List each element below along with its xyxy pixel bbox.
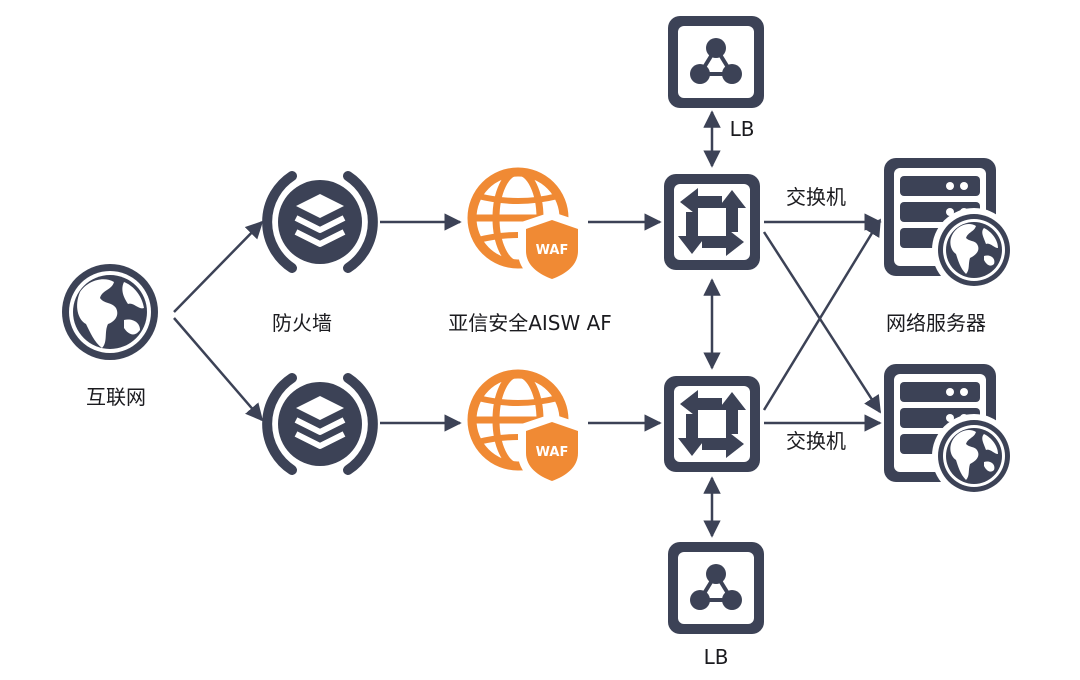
share-nodes-icon xyxy=(666,14,766,110)
server-globe-icon xyxy=(884,158,1016,292)
switch-arrows-icon xyxy=(664,376,760,472)
edge-internet-firewall-bottom xyxy=(173,317,264,422)
label-switch-top: 交换机 xyxy=(786,185,846,209)
globe-shield-icon: WAF xyxy=(472,172,582,284)
label-firewall: 防火墙 xyxy=(272,311,332,335)
layers-icon xyxy=(267,378,373,470)
connectors xyxy=(173,110,882,538)
label-lb-bottom: LB xyxy=(704,645,729,669)
globe-icon xyxy=(62,264,158,360)
layers-icon xyxy=(267,176,373,268)
globe-shield-icon: WAF xyxy=(472,374,582,486)
label-servers: 网络服务器 xyxy=(886,311,986,335)
waf-badge-label: WAF xyxy=(536,243,569,258)
switch-arrows-icon xyxy=(664,174,760,270)
share-nodes-icon xyxy=(666,540,766,636)
label-internet: 互联网 xyxy=(86,385,146,409)
edge-switch-bottom-server-top xyxy=(762,218,882,411)
label-waf: 亚信安全AISW AF xyxy=(448,311,612,335)
label-lb-top: LB xyxy=(730,117,755,141)
label-switch-bottom: 交换机 xyxy=(786,429,846,453)
server-globe-icon xyxy=(884,364,1016,498)
edge-internet-firewall-top xyxy=(173,220,264,313)
waf-badge-label: WAF xyxy=(536,445,569,460)
edge-switch-top-server-bottom xyxy=(762,231,882,414)
